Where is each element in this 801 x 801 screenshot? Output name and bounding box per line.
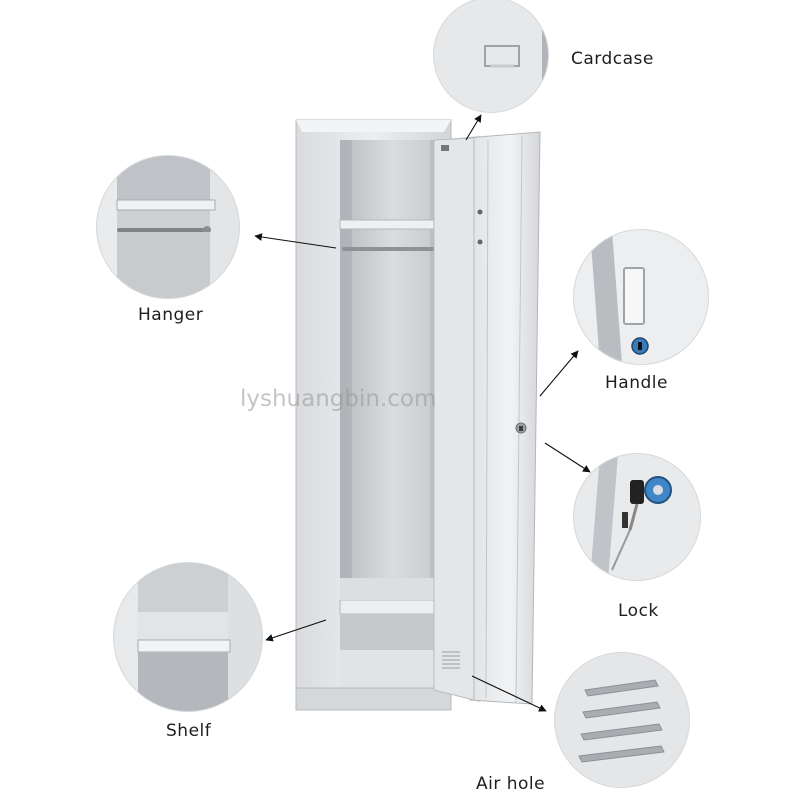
handle-detail (573, 229, 709, 365)
locker-hanger-bar (342, 247, 438, 251)
label-cardcase: Cardcase (571, 49, 654, 69)
locker (295, 119, 452, 711)
shelf-detail (113, 562, 263, 712)
callout-arrows (254, 114, 591, 712)
key-icon (630, 480, 644, 504)
locker-door (433, 131, 541, 705)
door-air-holes (442, 651, 460, 669)
watermark: lyshuangbin.com (240, 386, 437, 412)
cardcase-detail (433, 0, 549, 113)
air-hole-detail (554, 652, 690, 788)
hanger-detail (96, 155, 240, 299)
arrow-handle (539, 350, 579, 397)
arrow-hanger (254, 233, 337, 249)
label-lock: Lock (618, 601, 659, 621)
arrow-lock (544, 442, 591, 473)
label-hanger: Hanger (138, 305, 204, 325)
arrow-air-hole (471, 675, 547, 712)
locker-middle-shelf (339, 599, 445, 615)
label-handle: Handle (605, 373, 668, 393)
arrow-shelf (265, 619, 327, 642)
label-shelf: Shelf (166, 721, 212, 741)
arrow-cardcase (465, 114, 482, 141)
handle-recess-icon (623, 267, 645, 325)
lock-detail (573, 453, 701, 581)
label-air-hole: Air hole (476, 774, 546, 794)
locker-top-shelf (339, 219, 445, 230)
air-vent-slots-icon (578, 679, 665, 763)
